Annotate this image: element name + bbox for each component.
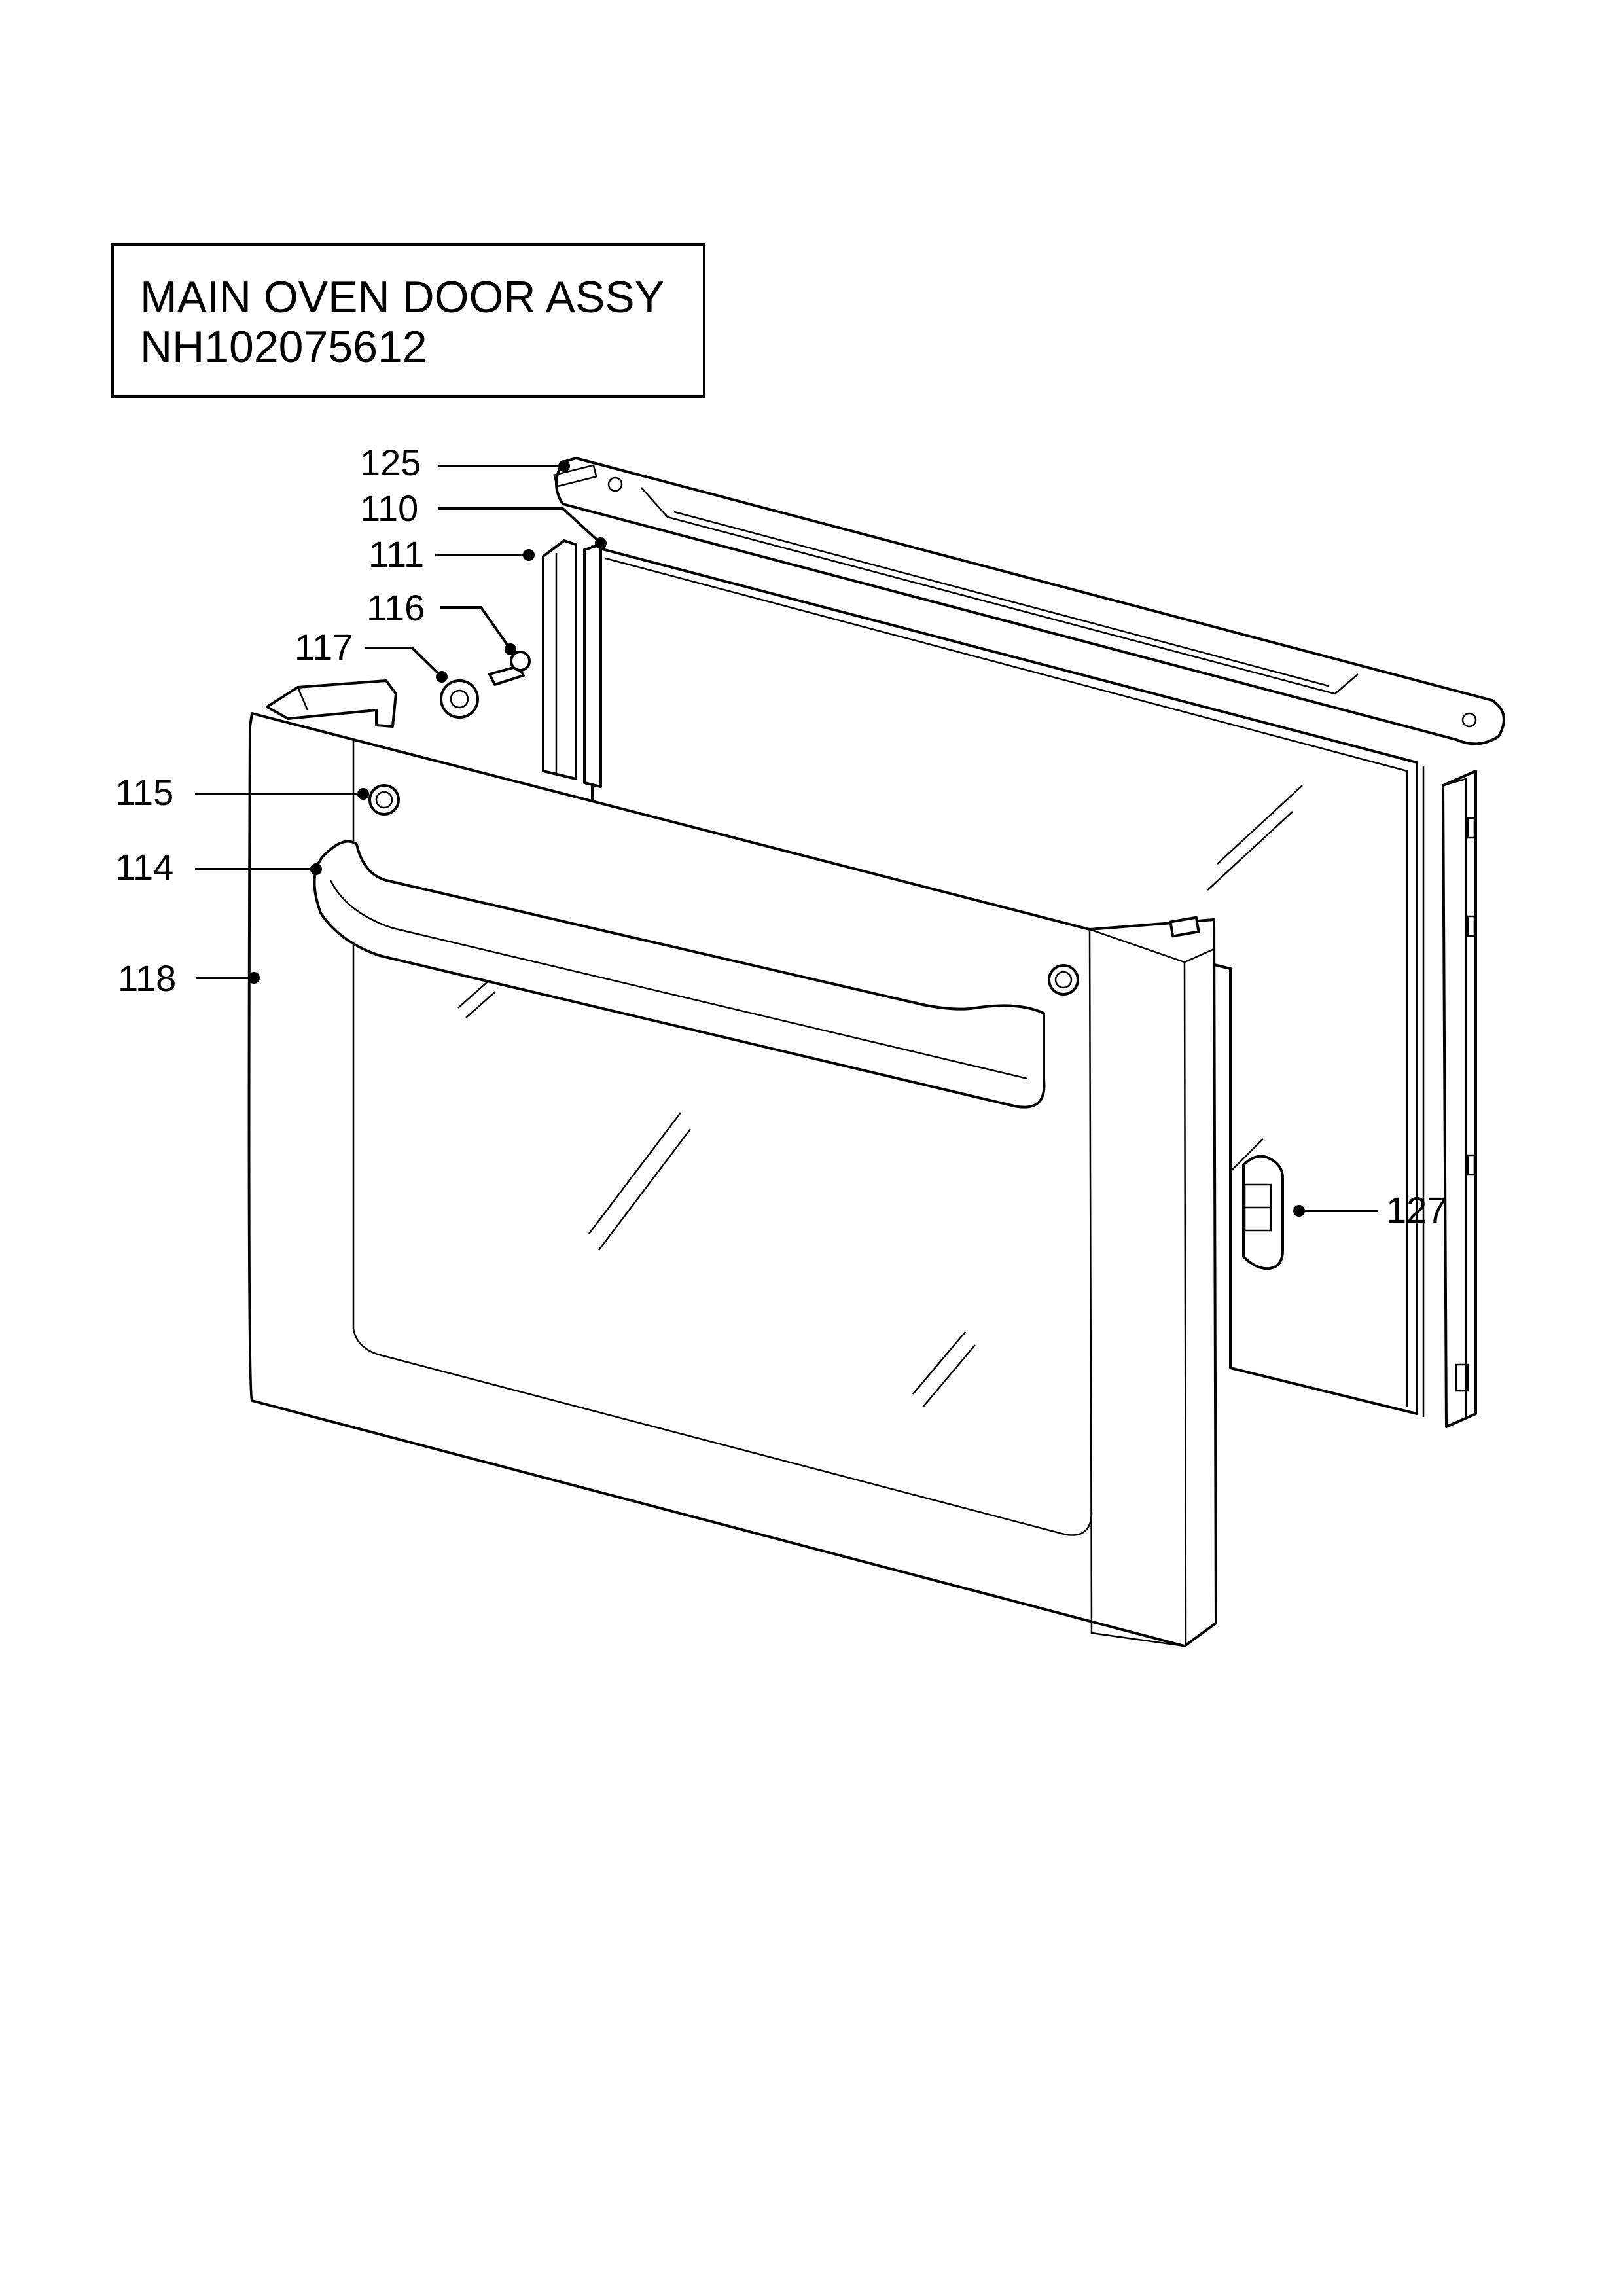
assembly-part-number: NH102075612 bbox=[140, 322, 427, 372]
part-111-glass-retainer bbox=[542, 539, 602, 788]
callout-125: 125 bbox=[360, 442, 570, 483]
callout-110-label: 110 bbox=[360, 488, 418, 529]
callout-125-label: 125 bbox=[360, 442, 421, 483]
callout-127-label: 127 bbox=[1386, 1189, 1447, 1230]
part-125-top-trim bbox=[553, 457, 1505, 745]
callout-116: 116 bbox=[366, 587, 516, 655]
callout-115: 115 bbox=[115, 772, 369, 813]
callout-111-label: 111 bbox=[368, 533, 424, 575]
hinge-bracket-top-left bbox=[266, 679, 397, 728]
callout-117: 117 bbox=[294, 626, 448, 683]
callout-116-label: 116 bbox=[366, 587, 425, 628]
side-bracket-right bbox=[1442, 770, 1477, 1428]
callout-114-label: 114 bbox=[115, 846, 173, 888]
part-117-washer bbox=[440, 679, 479, 719]
callout-127: 127 bbox=[1293, 1189, 1447, 1230]
callout-115-label: 115 bbox=[115, 772, 173, 813]
part-115-handle-caps bbox=[368, 784, 1079, 996]
callout-118: 118 bbox=[118, 958, 260, 999]
title-box: MAIN OVEN DOOR ASSY NH102075612 bbox=[111, 243, 705, 398]
part-114-handle bbox=[313, 840, 1046, 1109]
assembly-title: MAIN OVEN DOOR ASSY bbox=[140, 272, 665, 322]
callout-110: 110 bbox=[360, 488, 607, 549]
part-127-latch bbox=[1229, 1155, 1284, 1283]
callout-118-label: 118 bbox=[118, 958, 176, 999]
callout-114: 114 bbox=[115, 846, 322, 888]
part-116-screw bbox=[488, 651, 531, 686]
callout-117-label: 117 bbox=[294, 626, 353, 668]
callout-111: 111 bbox=[368, 533, 535, 575]
